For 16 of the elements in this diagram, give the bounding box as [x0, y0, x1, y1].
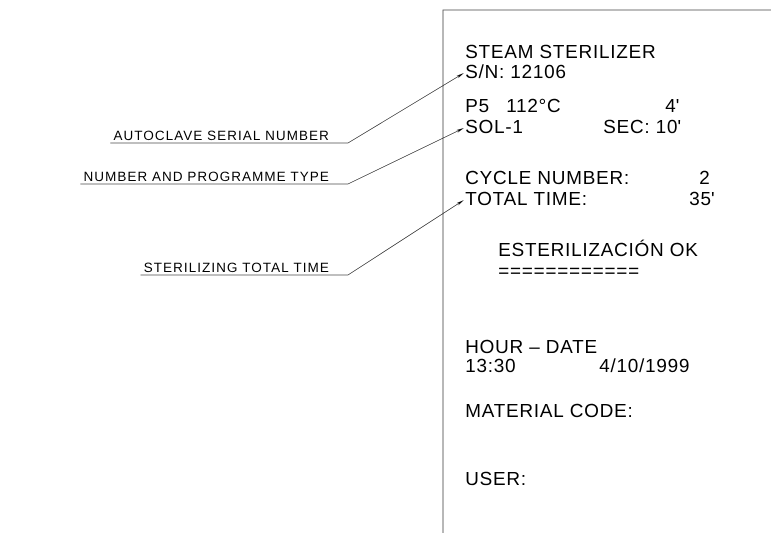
printout-text: HOUR – DATE — [466, 340, 596, 354]
printout-text: S/N: 12106 — [466, 64, 566, 78]
printout-text: ============ — [499, 268, 638, 274]
printout-text: ESTERILIZACIÓN OK — [500, 240, 698, 256]
printout-text: P5 112°C 4' — [466, 98, 678, 112]
printout-text: SOL-1 SEC: 10' — [466, 120, 680, 134]
printout-text: MATERIAL CODE: — [466, 404, 631, 418]
printout-text: 13:30 4/10/1999 — [466, 358, 689, 372]
printout-text: USER: — [466, 472, 524, 486]
printout-text: TOTAL TIME: 35' — [466, 192, 714, 206]
printout-sheet — [442, 10, 771, 533]
printout-text: STEAM STERILIZER — [466, 44, 655, 58]
printout-text: CYCLE NUMBER: 2 — [466, 170, 709, 184]
callout-label: AUTOCLAVE SERIAL NUMBER — [114, 130, 328, 140]
callout-label: STERILIZING TOTAL TIME — [144, 262, 328, 272]
callout-label: NUMBER AND PROGRAMME TYPE — [84, 172, 328, 182]
